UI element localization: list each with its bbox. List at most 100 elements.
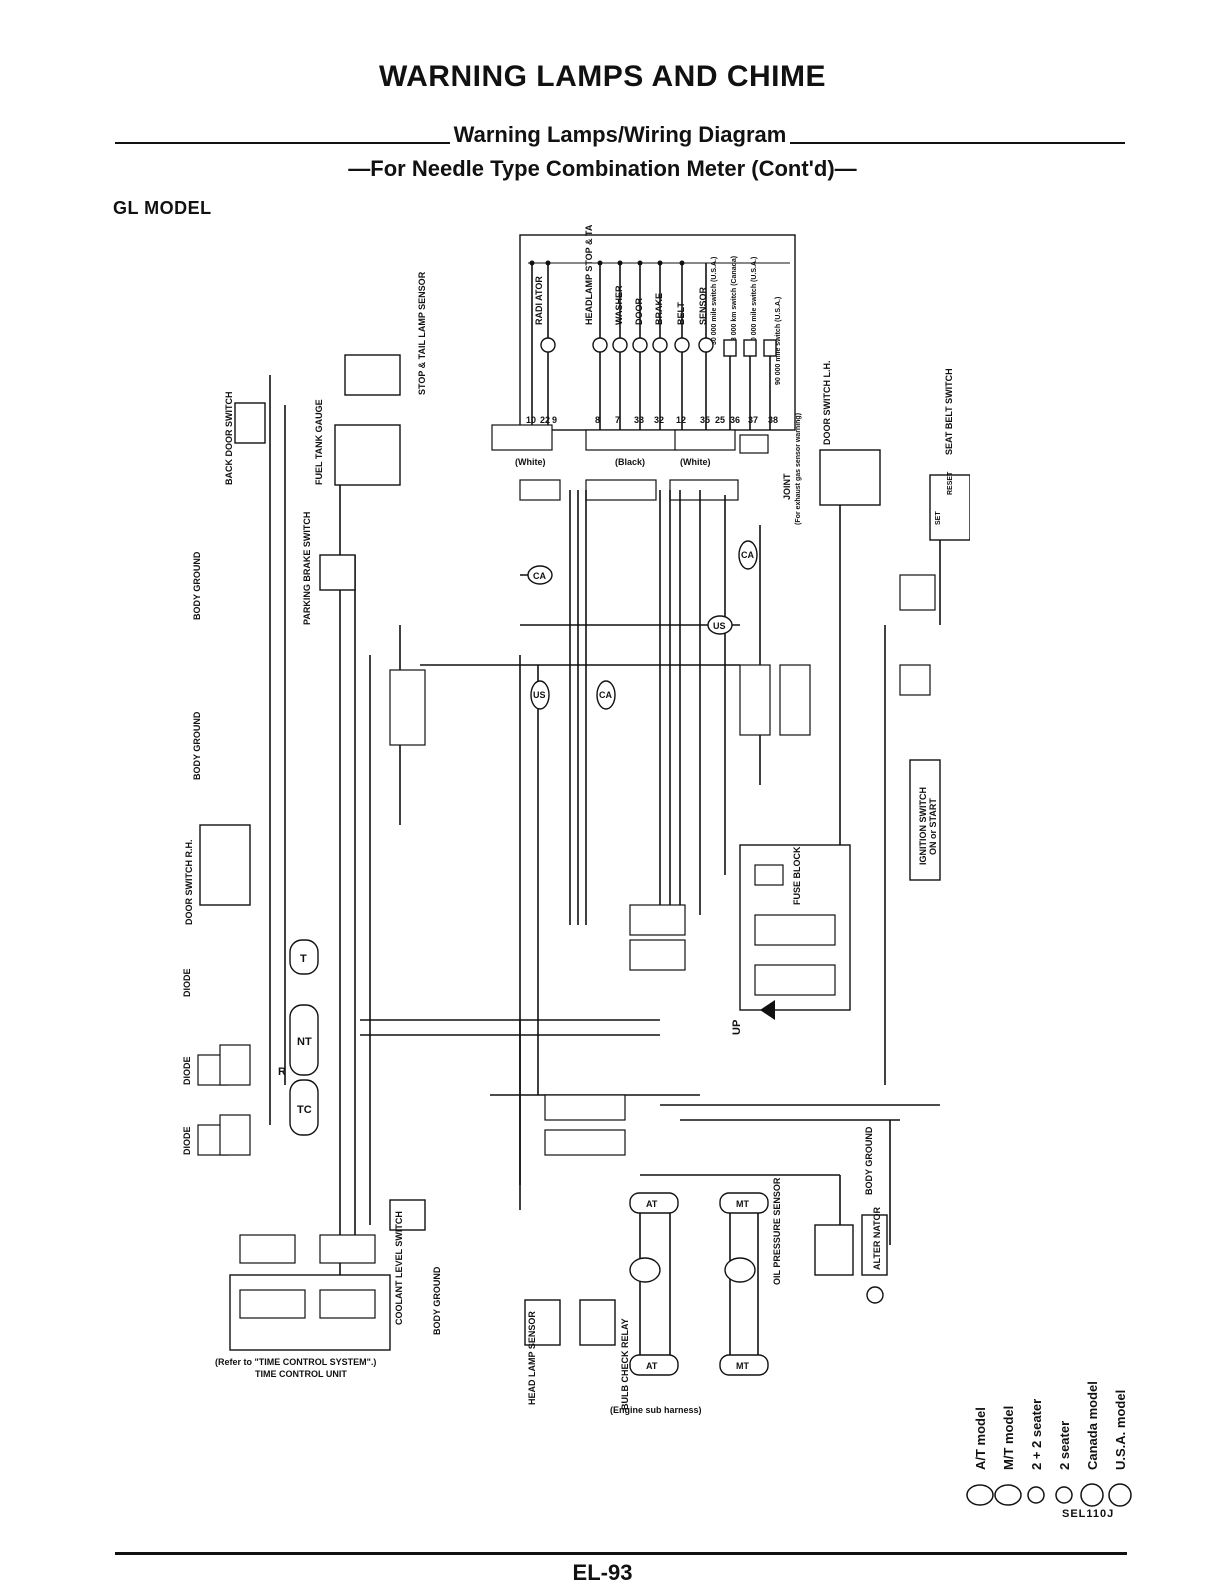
terminal-25: 25 — [715, 415, 725, 425]
pill-mt: MT — [736, 1199, 749, 1209]
lamp-label-brake: BRAKE — [654, 293, 664, 325]
circle-ca-1: CA — [533, 571, 546, 581]
ignition-switch-label: IGNITION SWITCH — [918, 787, 928, 865]
bottom-rule — [115, 1552, 1127, 1555]
head-lamp-sensor-label: HEAD LAMP SENSOR — [527, 1311, 537, 1405]
pill-r: R — [278, 1066, 286, 1078]
diode-1-label: DIODE — [182, 968, 192, 997]
fuse-block: FUSE BLOCK UP — [731, 844, 851, 1035]
body-ground-2-label: BODY GROUND — [192, 711, 202, 780]
alternator: ALTER NATOR — [861, 1207, 888, 1304]
lamp-label-headlamp: HEADLAMP STOP & TAIL — [584, 225, 594, 325]
circle-ca-2: CA — [599, 690, 612, 700]
terminal-22: 22 — [540, 415, 550, 425]
seat-belt-reset-label: RESET — [947, 471, 954, 495]
body-ground-1-label: BODY GROUND — [192, 551, 202, 620]
parking-brake-switch: PARKING BRAKE SWITCH — [302, 512, 356, 625]
door-switch-rh: DOOR SWITCH R.H. — [184, 824, 251, 925]
pill-t: T — [300, 953, 307, 965]
meter-lamp-labels: RADI ATOR HEADLAMP STOP & TAIL WASHER DO… — [534, 225, 782, 385]
pill-nt: NT — [297, 1036, 312, 1048]
up-arrow-label: UP — [731, 1020, 743, 1035]
legend-at-symbol — [966, 1484, 994, 1506]
legend-item-r: 2 + 2 seater — [1021, 1399, 1051, 1510]
pill-at-2: AT — [646, 1361, 658, 1371]
back-door-switch: BACK DOOR SWITCH — [224, 392, 266, 486]
option-pills-left: T NT TC R — [278, 939, 319, 1136]
legend-us-text: U.S.A. model — [1113, 1389, 1128, 1470]
legend-item-mt: M/T model — [993, 1406, 1023, 1510]
legend-t-symbol — [1055, 1486, 1073, 1504]
legend-t-text: 2 seater — [1057, 1420, 1072, 1470]
meter-terminals: 10 22 9 8 7 33 32 12 35 25 36 37 38 — [526, 415, 778, 425]
engine-sub-harness-label: (Engine sub harness) — [610, 1405, 702, 1415]
subtitle-row: Warning Lamps/Wiring Diagram — [115, 122, 1125, 152]
door-switch-lh: DOOR SWITCH L.H. — [819, 361, 881, 506]
figure-code: SEL110J — [1062, 1508, 1115, 1520]
diode-2-label: DIODE — [182, 1056, 192, 1085]
terminal-10: 10 — [526, 415, 536, 425]
body-ground-3-label: BODY GROUND — [432, 1266, 442, 1335]
lamp-label-washer: WASHER — [614, 285, 624, 325]
sensor-note-1: 30 000 mile switch (U.S.A.) — [711, 257, 718, 345]
option-pills-bottom: AT MT AT MT (Engine sub harness) — [610, 1192, 769, 1415]
terminal-33: 33 — [634, 415, 644, 425]
up-arrow-icon — [760, 1000, 775, 1020]
misc-connectors — [389, 574, 936, 1156]
sensor-note-2: 48 000 km switch (Canada) — [731, 256, 738, 345]
terminal-8: 8 — [595, 415, 600, 425]
meter-connectors: (White) (Black) (White) — [491, 424, 769, 501]
sensor-note-4: 90 000 mile switch (U.S.A.) — [775, 297, 782, 385]
parking-brake-switch-label: PARKING BRAKE SWITCH — [302, 512, 312, 625]
terminal-9: 9 — [552, 415, 557, 425]
pill-at: AT — [646, 1199, 658, 1209]
fuse-block-label: FUSE BLOCK — [792, 846, 802, 905]
coolant-level-switch: COOLANT LEVEL SWITCH BODY GROUND — [389, 1199, 442, 1335]
joint-label: JOINT — [782, 473, 792, 500]
circle-us-1: US — [533, 690, 546, 700]
body-ground-left: BODY GROUND BODY GROUND — [192, 551, 202, 780]
time-control-unit-label: TIME CONTROL UNIT — [255, 1369, 347, 1379]
meter-internal-wiring — [529, 260, 777, 430]
sensor-note-3: 60 000 mile switch (U.S.A.) — [751, 257, 758, 345]
lamp-label-sensor: SENSOR — [698, 286, 708, 325]
diagram-subtitle-text: Warning Lamps/Wiring Diagram — [449, 122, 791, 147]
seat-belt-switch-label: SEAT BELT SWITCH — [944, 368, 954, 455]
seat-belt-set-label: SET — [935, 511, 942, 525]
ignition-switch: IGNITION SWITCH ON or START — [909, 759, 941, 881]
page-title: WARNING LAMPS AND CHIME — [378, 60, 827, 93]
page-number: EL-93 — [572, 1560, 633, 1585]
connector-white-label: (White) — [515, 457, 546, 467]
diodes: DIODE DIODE DIODE — [182, 968, 251, 1156]
lamp-label-belt: BELT — [676, 302, 686, 325]
terminal-38: 38 — [768, 415, 778, 425]
bulb-check-relay-label: BULB CHECK RELAY — [620, 1318, 630, 1410]
diode-3-label: DIODE — [182, 1126, 192, 1155]
diagram-subtitle-2: —For Needle Type Combination Meter (Cont… — [348, 156, 857, 181]
diagram-subtitle: Warning Lamps/Wiring Diagram — [115, 122, 1125, 148]
back-door-switch-label: BACK DOOR SWITCH — [224, 392, 234, 486]
alternator-label: ALTER NATOR — [872, 1207, 882, 1270]
option-circles-harness: CA US CA US CA — [527, 540, 758, 710]
ignition-note: ON or START — [928, 798, 938, 855]
bulb-check-relay: BULB CHECK RELAY — [579, 1299, 630, 1410]
legend-mt-symbol — [994, 1484, 1022, 1506]
legend-mt-text: M/T model — [1001, 1405, 1016, 1470]
joint-note: (For exhaust gas sensor warning) — [795, 413, 802, 525]
pill-tc: TC — [297, 1104, 312, 1116]
legend-item-us: U.S.A. model — [1105, 1390, 1135, 1510]
fuel-tank-gauge-label: FUEL TANK GAUGE — [314, 399, 324, 485]
time-control-note: (Refer to "TIME CONTROL SYSTEM".) — [215, 1357, 376, 1367]
circle-us-2: US — [713, 621, 726, 631]
terminal-12: 12 — [676, 415, 686, 425]
oil-pressure-sensor: OIL PRESSURE SENSOR — [772, 1177, 854, 1285]
joint: JOINT (For exhaust gas sensor warning) — [782, 413, 802, 525]
legend-ca-text: Canada model — [1085, 1381, 1100, 1470]
terminal-37: 37 — [748, 415, 758, 425]
terminal-7: 7 — [615, 415, 620, 425]
head-lamp-sensor: HEAD LAMP SENSOR — [524, 1299, 561, 1405]
body-ground-right: BODY GROUND — [864, 1126, 874, 1195]
oil-pressure-sensor-label: OIL PRESSURE SENSOR — [772, 1177, 782, 1285]
connector-white-label-2: (White) — [680, 457, 711, 467]
connector-black-label: (Black) — [615, 457, 645, 467]
